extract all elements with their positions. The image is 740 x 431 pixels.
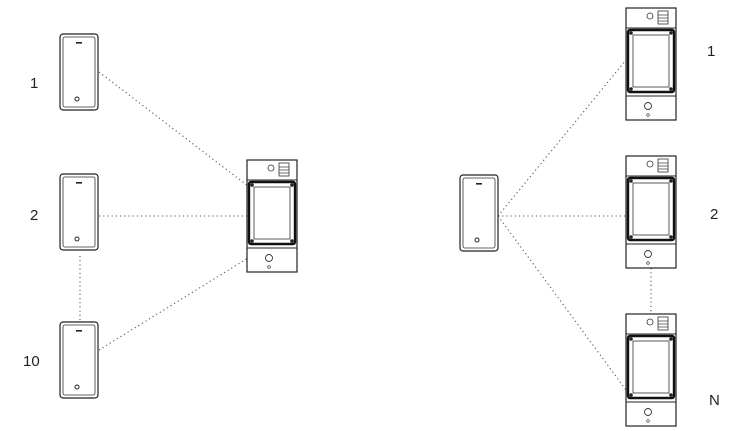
label-right-2: 2 (710, 206, 718, 223)
receiver-2 (624, 154, 678, 270)
remote-right (459, 174, 499, 252)
right-links (497, 59, 652, 391)
remote-1 (59, 33, 99, 111)
left-links (79, 71, 249, 351)
label-left-10: 10 (23, 353, 40, 370)
remote-10 (59, 321, 99, 399)
receiver-left (245, 158, 299, 274)
label-right-n: N (709, 392, 720, 409)
link-remote-to-receiver-1 (497, 59, 627, 217)
link-remote-to-receiver-n (497, 215, 627, 391)
link-remote-1-to-receiver (98, 71, 249, 187)
receiver-n (624, 312, 678, 428)
label-right-1: 1 (707, 43, 715, 60)
label-left-2: 2 (30, 207, 38, 224)
label-left-1: 1 (30, 75, 38, 92)
link-remote-10-to-receiver (98, 257, 249, 351)
receiver-1 (624, 6, 678, 122)
remote-2 (59, 173, 99, 251)
